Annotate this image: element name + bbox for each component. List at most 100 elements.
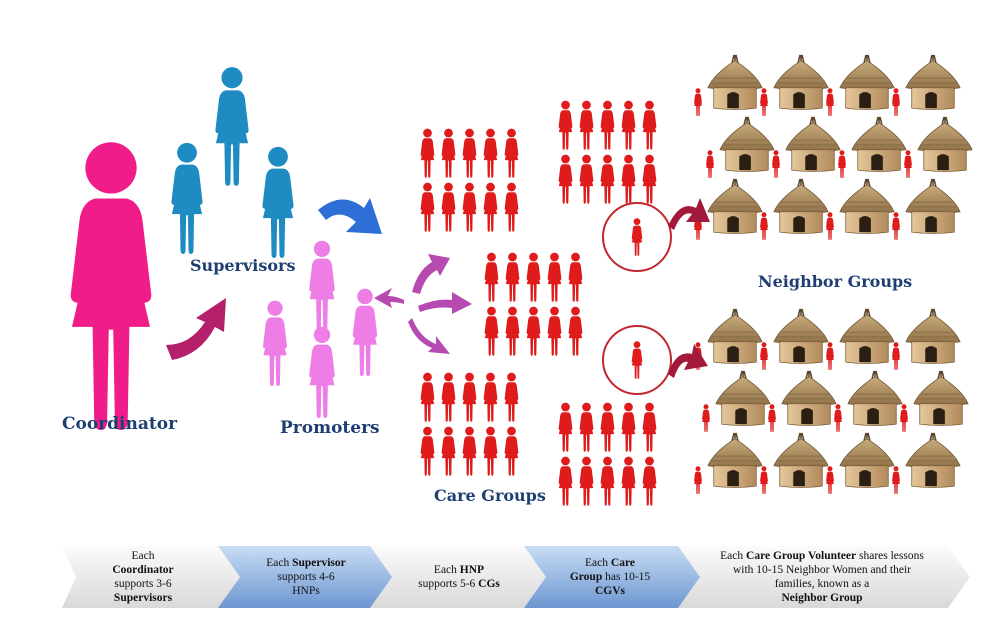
- step-supervisor: Each Supervisor supports 4-6 HNPs: [218, 546, 394, 608]
- neighbor-woman-figure: [892, 212, 900, 240]
- volunteer-to-neighbors-arrow-bottom: [668, 344, 708, 378]
- volunteer-figure: [483, 128, 498, 178]
- hut-icon: [839, 178, 895, 235]
- hut-icon: [715, 370, 771, 427]
- volunteer-figure: [621, 100, 636, 150]
- coordinator-figure: [70, 142, 152, 430]
- volunteer-figure: [621, 154, 636, 204]
- neighbor-woman-figure: [694, 466, 702, 494]
- volunteer-figure: [504, 182, 519, 232]
- hut-icon: [905, 308, 961, 365]
- neighbor-woman-figure: [826, 212, 834, 240]
- volunteer-figure: [504, 128, 519, 178]
- highlighted-volunteer-bottom: [602, 325, 672, 395]
- hut-icon: [785, 116, 841, 173]
- neighbor-woman-figure: [768, 404, 776, 432]
- volunteer-figure: [579, 402, 594, 452]
- hut-icon: [851, 116, 907, 173]
- volunteer-figure: [462, 128, 477, 178]
- hut-icon: [707, 178, 763, 235]
- hut-icon: [905, 432, 961, 489]
- hut-icon: [839, 308, 895, 365]
- neighbor-woman-figure: [702, 404, 710, 432]
- volunteer-figure: [504, 372, 519, 422]
- volunteer-figure: [505, 252, 520, 302]
- hut-icon: [839, 432, 895, 489]
- hut-icon: [781, 370, 837, 427]
- volunteer-figure: [484, 252, 499, 302]
- volunteer-figure: [483, 182, 498, 232]
- volunteer-figure: [420, 426, 435, 476]
- volunteer-figure: [621, 456, 636, 506]
- volunteer-figure: [420, 182, 435, 232]
- volunteer-figure: [420, 128, 435, 178]
- step-care-group-volunteer: Each Care Group Volunteer shares lessons…: [678, 546, 970, 608]
- volunteer-figure: [441, 426, 456, 476]
- volunteer-figure: [568, 306, 583, 356]
- volunteer-figure: [526, 306, 541, 356]
- volunteer-figure: [558, 154, 573, 204]
- hut-icon: [847, 370, 903, 427]
- volunteer-figure: [504, 426, 519, 476]
- neighbor-woman-figure: [760, 88, 768, 116]
- neighbor-woman-figure: [892, 342, 900, 370]
- hut-icon: [905, 178, 961, 235]
- volunteer-figure: [441, 182, 456, 232]
- volunteer-figure: [483, 372, 498, 422]
- neighbor-groups-label: Neighbor Groups: [758, 272, 913, 291]
- hut-icon: [917, 116, 973, 173]
- volunteer-figure: [558, 100, 573, 150]
- volunteer-figure: [462, 426, 477, 476]
- hut-icon: [707, 432, 763, 489]
- volunteer-figure: [547, 306, 562, 356]
- hut-icon: [773, 54, 829, 111]
- volunteer-to-neighbors-arrow-top: [668, 198, 710, 230]
- volunteer-figure: [568, 252, 583, 302]
- highlighted-volunteer-top: [602, 202, 672, 272]
- promoters-label: Promoters: [280, 418, 380, 438]
- volunteer-figure: [642, 456, 657, 506]
- volunteer-figure: [526, 252, 541, 302]
- neighbor-woman-figure: [772, 150, 780, 178]
- neighbor-woman-figure: [706, 150, 714, 178]
- coordinator-to-supervisors-arrow: [166, 298, 226, 360]
- volunteer-figure: [600, 456, 615, 506]
- hut-icon: [905, 54, 961, 111]
- hut-icon: [913, 370, 969, 427]
- volunteer-figure: [621, 402, 636, 452]
- hut-icon: [707, 54, 763, 111]
- neighbor-woman-figure: [826, 466, 834, 494]
- supervisors-label: Supervisors: [190, 256, 296, 275]
- volunteer-figure: [600, 402, 615, 452]
- neighbor-woman-figure: [760, 342, 768, 370]
- volunteer-figure: [579, 154, 594, 204]
- neighbor-woman-figure: [760, 466, 768, 494]
- volunteer-figure: [420, 372, 435, 422]
- volunteer-figure: [441, 128, 456, 178]
- step-coordinator: Each Coordinator supports 3-6 Supervisor…: [62, 546, 242, 608]
- volunteer-figure: [558, 402, 573, 452]
- volunteer-figure: [547, 252, 562, 302]
- neighbor-woman-figure: [892, 88, 900, 116]
- volunteer-figure: [642, 154, 657, 204]
- hut-icon: [773, 308, 829, 365]
- volunteer-figure: [600, 100, 615, 150]
- neighbor-woman-figure: [834, 404, 842, 432]
- volunteer-figure: [505, 306, 520, 356]
- hut-icon: [719, 116, 775, 173]
- step-care-group: Each Care Group has 10-15 CGVs: [524, 546, 702, 608]
- neighbor-woman-figure: [694, 88, 702, 116]
- neighbor-woman-figure: [892, 466, 900, 494]
- neighbor-woman-figure: [904, 150, 912, 178]
- volunteer-figure: [483, 426, 498, 476]
- hut-icon: [839, 54, 895, 111]
- care-groups-label: Care Groups: [434, 486, 546, 505]
- neighbor-woman-figure: [826, 342, 834, 370]
- volunteer-figure: [484, 306, 499, 356]
- coordinator-label: Coordinator: [62, 414, 178, 434]
- hut-icon: [707, 308, 763, 365]
- volunteer-figure: [579, 100, 594, 150]
- neighbor-woman-figure: [838, 150, 846, 178]
